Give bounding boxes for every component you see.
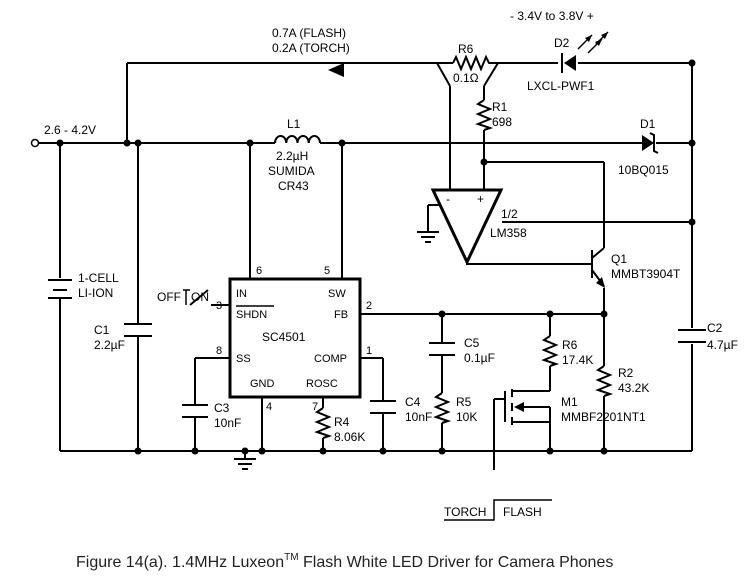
capacitor-c4 — [370, 400, 396, 414]
c4-ref: C4 — [405, 395, 421, 409]
r2-value: 43.2K — [618, 381, 649, 395]
l1-part: CR43 — [278, 179, 309, 193]
torch-current-label: 0.2A (TORCH) — [272, 41, 350, 55]
resistor-r5 — [433, 392, 452, 424]
r6-value: 17.4K — [562, 353, 593, 367]
r5-ref: R5 — [456, 395, 472, 409]
pin-number-2: 2 — [366, 300, 372, 312]
r6-sense-value: 0.1Ω — [453, 71, 479, 85]
resistor-r6-sense — [452, 54, 492, 72]
opamp-lm358 — [430, 188, 504, 266]
r1-ref: R1 — [492, 100, 508, 114]
diode-d1 — [642, 132, 659, 154]
c1-ref: C1 — [94, 323, 110, 337]
input-voltage-label: 2.6 - 4.2V — [44, 123, 96, 137]
ic-pin-in: IN — [236, 288, 247, 300]
q1-part: MMBT3904T — [611, 267, 681, 281]
opamp-part: LM358 — [490, 226, 527, 240]
m1-part: MMBF2201NT1 — [561, 410, 646, 424]
pin-number-1: 1 — [366, 345, 372, 357]
capacitor-c3 — [182, 404, 208, 418]
c2-value: 4.7µF — [707, 338, 738, 352]
r6-sense-ref: R6 — [458, 42, 474, 56]
input-terminal — [30, 138, 40, 148]
r4-ref: R4 — [334, 415, 350, 429]
q1-ref: Q1 — [611, 252, 627, 266]
c3-ref: C3 — [214, 401, 230, 415]
opamp-ground-icon — [417, 231, 439, 243]
ground-icon — [234, 458, 256, 470]
resistor-r1 — [475, 99, 494, 131]
battery-label-1: 1-CELL — [78, 271, 119, 285]
mosfet-m1 — [504, 389, 551, 425]
flash-label: FLASH — [503, 505, 542, 519]
l1-value: 2.2µH — [276, 149, 308, 163]
capacitor-c5 — [429, 342, 455, 356]
c1-value: 2.2µF — [94, 338, 125, 352]
opamp-half: 1/2 — [501, 207, 518, 221]
wires — [38, 62, 693, 470]
flash-current-label: 0.7A (FLASH) — [272, 26, 346, 40]
ic-pin-fb: FB — [334, 309, 348, 321]
current-direction-arrow-icon — [328, 63, 344, 77]
torch-flash-waveform — [444, 499, 552, 521]
c2-ref: C2 — [707, 321, 723, 335]
c5-value: 0.1µF — [464, 351, 495, 365]
d2-ref: D2 — [554, 36, 570, 50]
r2-ref: R2 — [618, 366, 634, 380]
c3-value: 10nF — [214, 416, 241, 430]
d2-part: LXCL-PWF1 — [527, 79, 595, 93]
l1-manufacturer: SUMIDA — [268, 164, 315, 178]
pin-number-5: 5 — [324, 265, 330, 277]
pin-number-3: 3 — [216, 300, 222, 312]
c4-value: 10nF — [405, 410, 432, 424]
transistor-q1 — [591, 247, 605, 288]
ic-pin-comp: COMP — [314, 353, 347, 365]
resistor-r4 — [314, 407, 333, 439]
r1-value: 698 — [492, 115, 512, 129]
led-d2 — [561, 31, 609, 73]
m1-ref: M1 — [561, 395, 578, 409]
switch-on-label: ON — [191, 290, 209, 304]
led-voltage-label: - 3.4V to 3.8V + — [510, 9, 594, 23]
pin-number-6: 6 — [256, 265, 262, 277]
pin-number-4: 4 — [266, 401, 272, 413]
capacitor-c1 — [124, 323, 152, 337]
pin-number-7: 7 — [312, 401, 318, 413]
ic-pin-sw: SW — [328, 288, 346, 300]
r5-value: 10K — [456, 410, 477, 424]
opamp-minus: - — [446, 192, 450, 206]
resistor-r2 — [595, 365, 614, 397]
capacitor-c2 — [678, 329, 706, 343]
l1-ref: L1 — [287, 117, 301, 131]
inductor-l1 — [274, 134, 321, 144]
c5-ref: C5 — [464, 336, 480, 350]
figure-caption: Figure 14(a). 1.4MHz LuxeonTM Flash Whit… — [76, 552, 613, 571]
ic-pin-gnd: GND — [250, 378, 275, 390]
switch-off-label: OFF — [157, 290, 181, 304]
d1-ref: D1 — [640, 117, 656, 131]
battery-label-2: LI-ION — [78, 286, 113, 300]
ic-pin-shdn: SHDN — [236, 309, 267, 321]
ic-pin-ss: SS — [236, 353, 251, 365]
torch-label: TORCH — [444, 505, 486, 519]
ic-name: SC4501 — [262, 330, 306, 344]
d1-part: 10BQ015 — [618, 163, 669, 177]
ic-sc4501-body — [228, 277, 362, 399]
opamp-plus: + — [477, 192, 484, 206]
resistor-r6-17k4 — [541, 335, 560, 367]
battery-symbol — [48, 279, 72, 299]
pin-number-8: 8 — [216, 345, 222, 357]
r6-ref: R6 — [562, 338, 578, 352]
r4-value: 8.06K — [334, 430, 365, 444]
junction-dots — [56, 59, 696, 455]
ic-pin-rosc: ROSC — [306, 378, 338, 390]
